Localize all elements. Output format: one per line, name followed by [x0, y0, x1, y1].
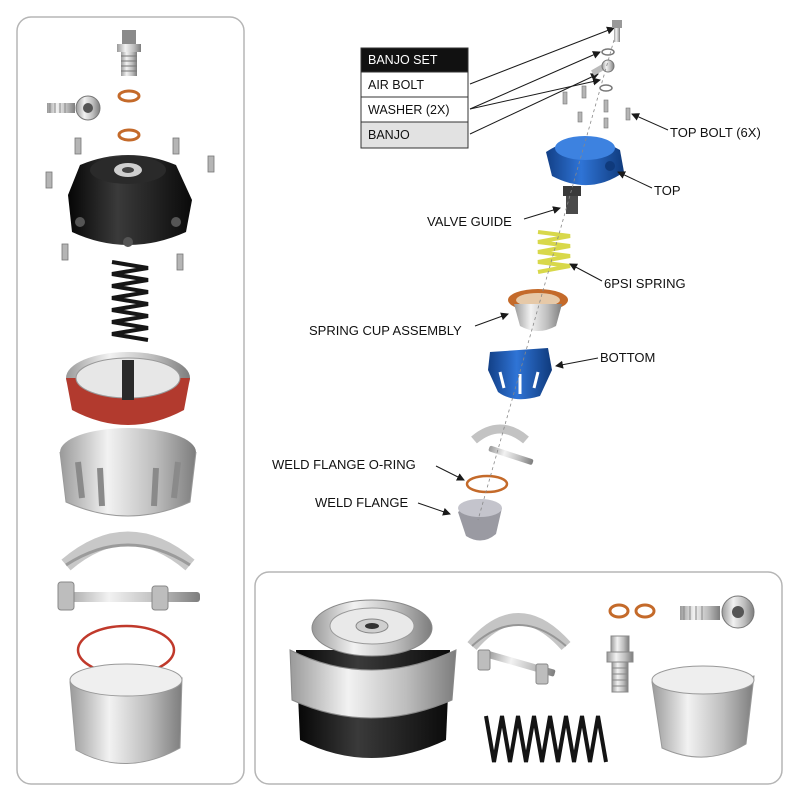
right-top-bolts	[562, 85, 631, 129]
left-black-top-housing	[68, 155, 192, 247]
right-blue-top	[546, 136, 624, 186]
left-weld-flange	[69, 663, 183, 764]
table-row-air-bolt: AIR BOLT	[368, 78, 424, 92]
top-leader	[617, 171, 653, 189]
left-v-band-clamp	[57, 531, 200, 611]
right-washer-bottom	[599, 84, 613, 92]
spring-cup-leader	[474, 312, 509, 327]
assembled-banjo	[680, 595, 755, 629]
right-spring-cup	[508, 289, 568, 331]
bottom-leader	[555, 357, 599, 369]
assembly-axis	[477, 39, 615, 521]
right-valve-guide	[563, 186, 581, 214]
table-leader-lines	[469, 26, 615, 135]
label-spring-cup: SPRING CUP ASSEMBLY	[309, 323, 462, 338]
right-blue-bottom	[488, 348, 552, 400]
label-bottom: BOTTOM	[600, 350, 655, 365]
right-weld-flange	[458, 499, 502, 541]
left-washer-top	[117, 89, 141, 103]
assembled-clamp	[467, 613, 571, 685]
left-spring-cup-assembly	[66, 352, 190, 425]
valve-guide-leader	[523, 206, 561, 220]
top-bolt-leader	[631, 113, 669, 131]
right-oring	[465, 474, 509, 494]
table-row-washer: WASHER (2X)	[368, 103, 450, 117]
label-top: TOP	[654, 183, 681, 198]
right-banjo	[591, 59, 615, 76]
left-air-bolt	[117, 30, 141, 76]
left-top-bolts	[45, 137, 215, 271]
assembled-valve	[289, 599, 457, 758]
right-spring	[537, 230, 571, 274]
weld-flange-leader	[417, 502, 451, 516]
table-row-banjo: BANJO	[368, 128, 410, 142]
label-weld-flange: WELD FLANGE	[315, 495, 409, 510]
assembled-air-bolt	[606, 635, 634, 693]
label-spring: 6PSI SPRING	[604, 276, 686, 291]
table-header: BANJO SET	[368, 53, 438, 67]
left-bottom-housing	[59, 428, 197, 517]
label-valve-guide: VALVE GUIDE	[427, 214, 512, 229]
right-clamp	[471, 424, 534, 465]
left-banjo	[47, 95, 101, 121]
left-spring	[111, 260, 149, 342]
right-washer-top	[601, 48, 615, 56]
banjo-set-table: BANJO SET AIR BOLT WASHER (2X) BANJO	[360, 47, 469, 149]
left-washer-bottom	[117, 128, 141, 142]
assembled-weld-flange	[651, 665, 755, 758]
assembled-washers	[608, 603, 656, 619]
oring-leader	[435, 465, 465, 481]
spring-leader	[569, 263, 603, 282]
label-top-bolt: TOP BOLT (6X)	[670, 125, 761, 140]
right-air-bolt	[612, 20, 622, 42]
label-oring: WELD FLANGE O-RING	[272, 457, 416, 472]
assembled-spring	[484, 715, 608, 763]
